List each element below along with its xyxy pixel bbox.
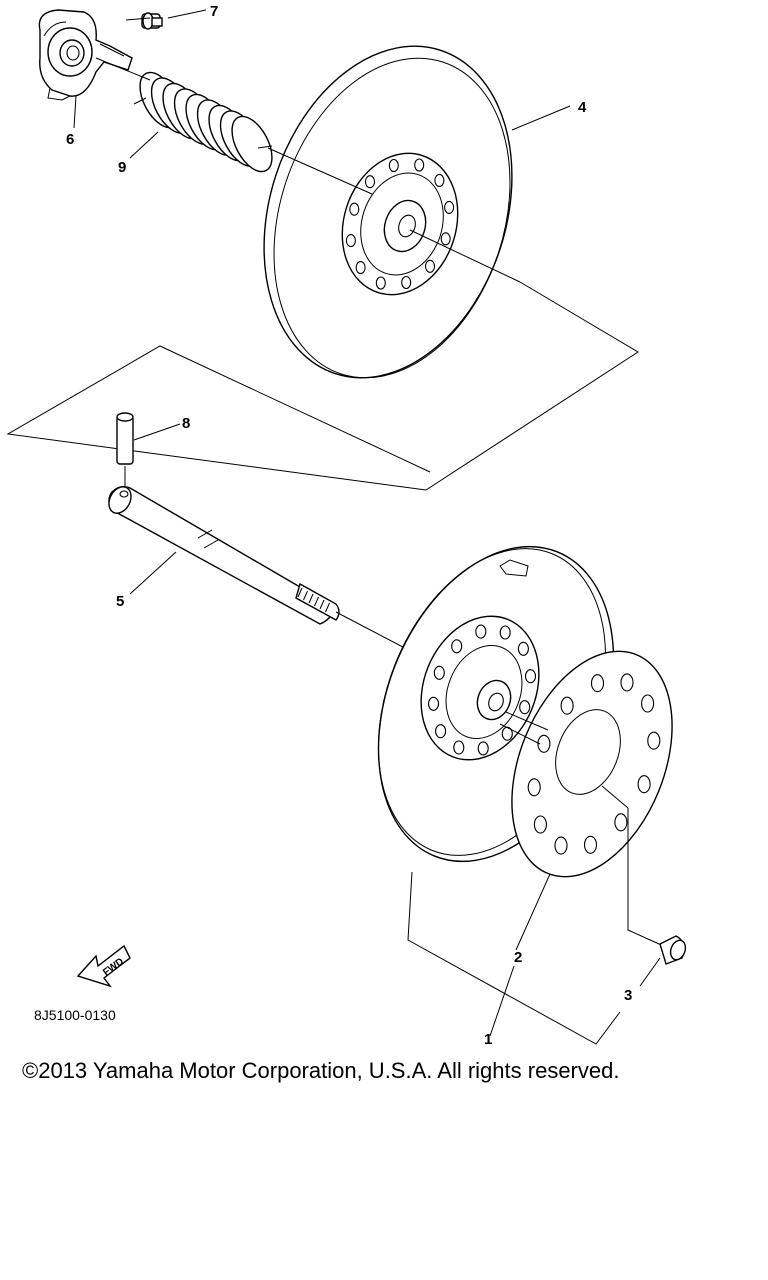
spline (308, 593, 314, 604)
bolt-hole (519, 700, 531, 715)
callout-5: 5 (116, 593, 124, 610)
bolt-hole (355, 261, 366, 275)
bolt-hole (444, 200, 455, 214)
bolt-hole (388, 158, 399, 173)
bolt-hole (533, 815, 547, 834)
bolt-hole (499, 625, 511, 640)
part-2-cover-plate (511, 650, 673, 878)
callout-6: 6 (66, 131, 74, 148)
bolt-hole (620, 673, 634, 692)
bolt-hole (375, 276, 386, 290)
callout-1: 1 (484, 1031, 492, 1048)
bolt-hole (637, 775, 651, 794)
part-4-fixed-sheave (263, 45, 513, 379)
bolt-hole (647, 731, 661, 750)
copyright-notice: ©2013 Yamaha Motor Corporation, U.S.A. A… (22, 1058, 620, 1083)
fwd-arrow-icon: FWD (76, 944, 131, 988)
bolt-hole (435, 724, 447, 739)
bolt-hole (433, 665, 445, 680)
spline (297, 587, 303, 598)
callout-2: 2 (514, 949, 522, 966)
callout-leaders (73, 9, 661, 1037)
bolt-hole (583, 835, 598, 854)
reference-plane (6, 281, 639, 491)
bolt-hole (364, 175, 376, 189)
spline (303, 590, 308, 601)
callout-9: 9 (118, 159, 126, 176)
callout-8: 8 (182, 415, 190, 432)
bolt-hole (424, 259, 436, 273)
callout-3: 3 (624, 987, 632, 1004)
parts-diagram: 1 2 3 4 5 6 7 8 9 FWD 8J5100-0130 (6, 3, 687, 1048)
bolt-hole (475, 624, 487, 639)
spring-coil (231, 115, 273, 173)
bolt-hole (590, 674, 605, 693)
bolt-hole (401, 275, 412, 290)
bolt-hole (451, 639, 463, 654)
bolt-hole (524, 669, 537, 684)
bolt-hole (434, 173, 445, 187)
bolt-hole (641, 694, 655, 713)
part-8-pin (116, 412, 134, 488)
bolt-hole (560, 696, 574, 715)
drawing-code: 8J5100-0130 (34, 1007, 116, 1023)
bolt-hole (517, 641, 529, 656)
spline (325, 602, 330, 613)
bolt-hole (349, 202, 360, 216)
bolt-hole (554, 836, 568, 855)
bolt-hole (527, 778, 541, 797)
bolt-hole (414, 158, 425, 172)
part-9-spring (133, 71, 273, 173)
bolt-hole (345, 234, 356, 248)
bolt-hole (453, 740, 465, 755)
exploded-view-drawing: 1 2 3 4 5 6 7 8 9 FWD 8J5100-0130 (6, 3, 687, 1048)
bolt-hole (537, 734, 551, 753)
bolt-hole (440, 232, 451, 246)
callout-7: 7 (210, 3, 218, 20)
part-6-cam-bracket (38, 9, 133, 101)
bolt-hole (614, 813, 628, 832)
part-3-bolt (659, 935, 687, 965)
callout-4: 4 (578, 99, 587, 116)
bolt-hole (427, 696, 440, 711)
part-7-roller (141, 12, 163, 30)
spline (314, 596, 319, 607)
part-5-shaft (108, 485, 421, 657)
spline (319, 599, 325, 610)
bolt-hole (477, 741, 489, 756)
